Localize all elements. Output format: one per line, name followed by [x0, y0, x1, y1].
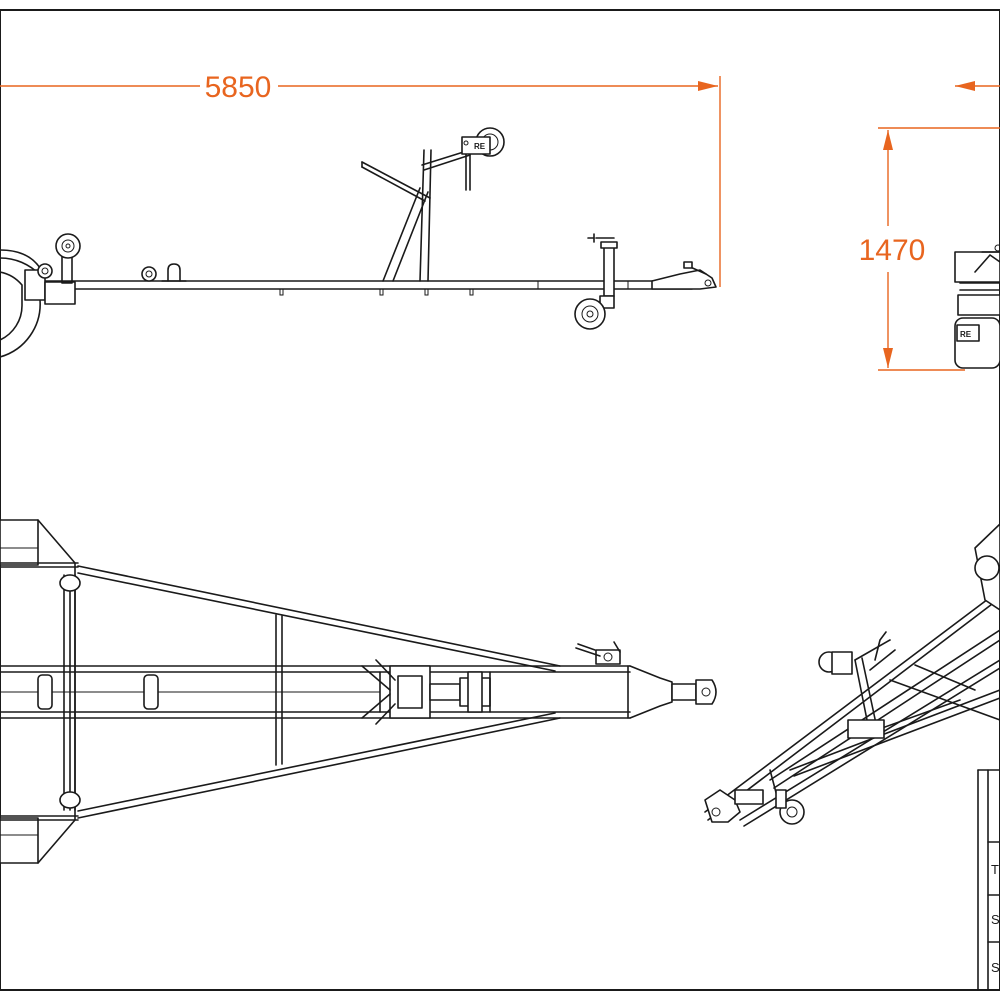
isometric-view: [704, 523, 1000, 827]
mudguard-bottom: [0, 817, 39, 864]
chassis-beam: [29, 280, 693, 290]
height-dimension-value: 1470: [859, 234, 926, 267]
rear-view: RE: [954, 244, 1000, 369]
rear-roller: [55, 233, 81, 259]
u-bolt: [167, 263, 181, 282]
rear-wheel: [0, 249, 41, 358]
title-block-row-1: T: [991, 862, 999, 877]
mudguard-brand-label: RE: [960, 330, 972, 339]
title-block-row-3: S: [991, 960, 1000, 975]
title-block-row-2: S: [991, 912, 1000, 927]
length-dimension: 5850: [0, 71, 721, 287]
length-dimension-value: 5850: [205, 71, 272, 104]
side-view: RE: [0, 127, 717, 358]
height-dimension: 1470: [859, 81, 1000, 371]
sheet-border: [0, 9, 1000, 991]
title-block: T S S: [977, 769, 1000, 991]
winch: RE: [461, 127, 505, 157]
winch-brand-label: RE: [474, 142, 486, 151]
coupling-head: [651, 261, 717, 290]
winch-post: [361, 149, 471, 282]
top-view: [0, 519, 717, 864]
jockey-wheel: [574, 233, 618, 330]
keel-roller-1: [37, 674, 53, 710]
keel-roller-2: [143, 674, 159, 710]
mudguard-top: [0, 519, 39, 566]
